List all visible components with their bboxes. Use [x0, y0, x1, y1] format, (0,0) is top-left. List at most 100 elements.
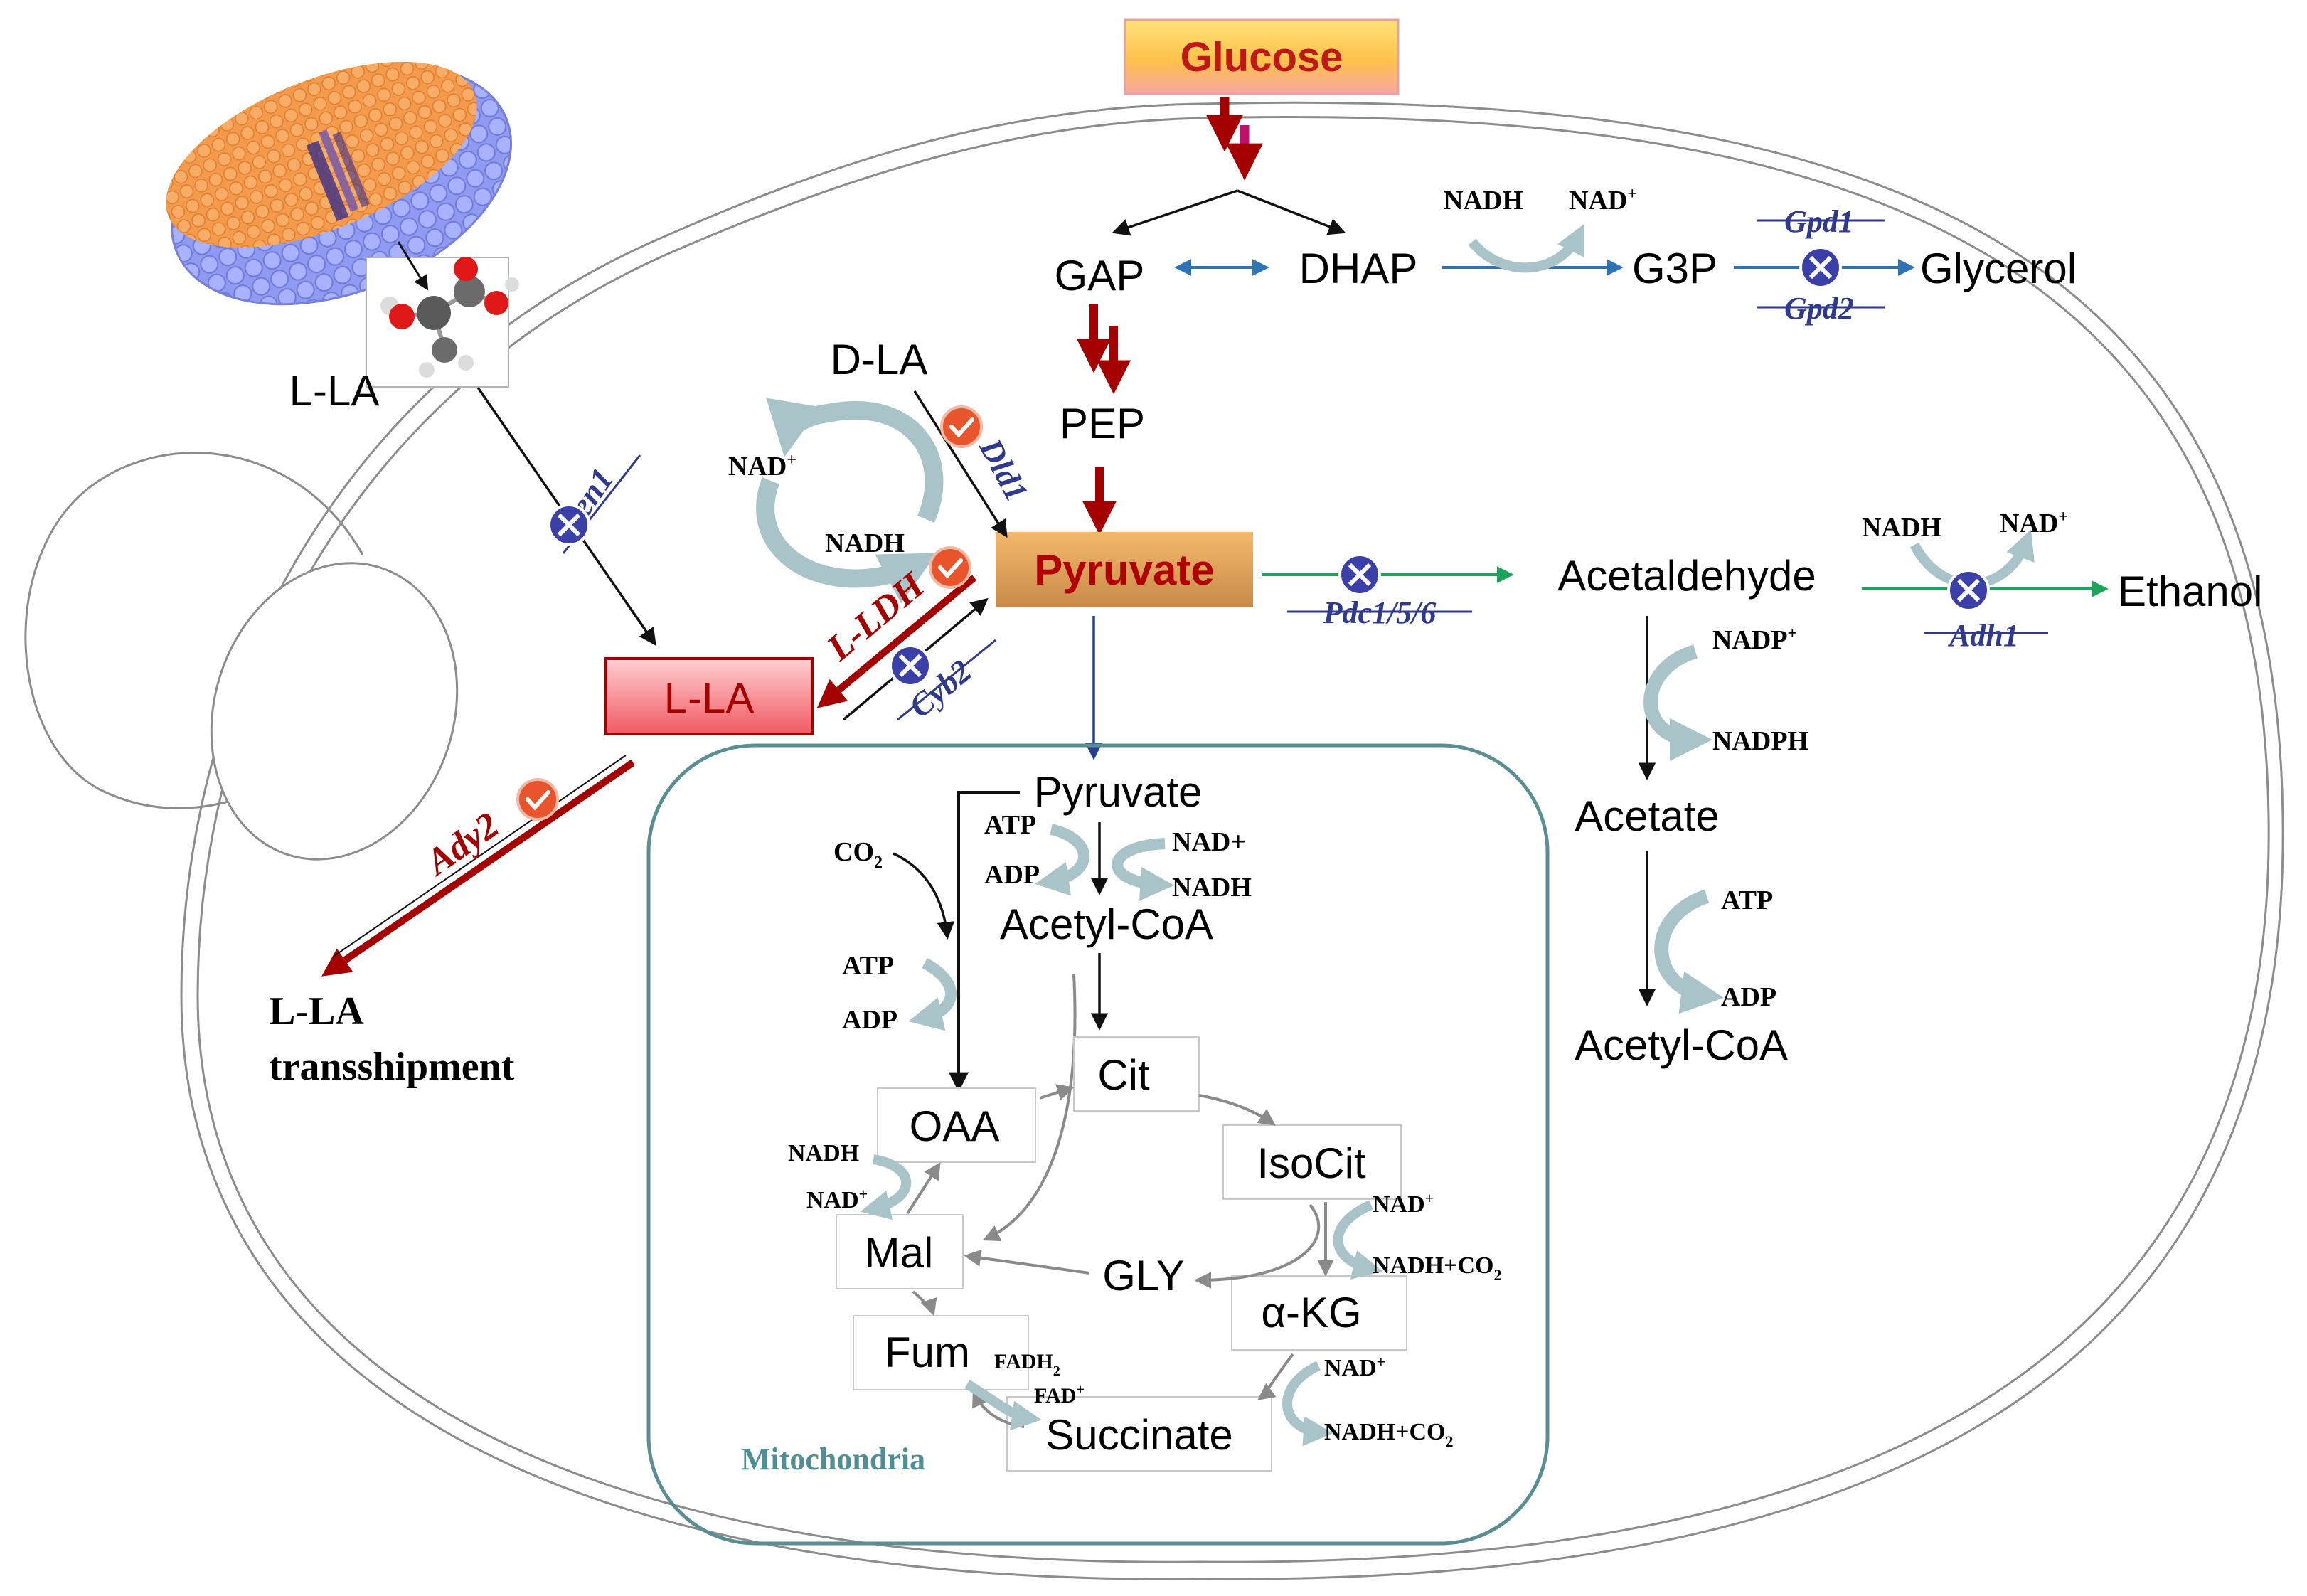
fum-box	[853, 1315, 1029, 1390]
m-nadh1-label: NADH	[1172, 873, 1252, 903]
oaa-cit-arrow	[1039, 1084, 1075, 1101]
ady2-export-arrow	[321, 759, 635, 977]
m-fad-label: FAD+	[1034, 1382, 1085, 1408]
pdc-knockout-icon	[1338, 553, 1381, 596]
transshipment-label-line1: L-LA	[269, 989, 364, 1033]
akg-box	[1231, 1275, 1407, 1351]
co2-arrow	[893, 852, 955, 940]
l-la-box-label: L-LA	[664, 674, 755, 722]
membrane-illustration	[166, 61, 513, 306]
isocit-gly-arrow	[1194, 1203, 1321, 1289]
acoa-adp-label: ADP	[1721, 982, 1776, 1012]
lactate-molecule-image	[366, 257, 519, 388]
gly-node: GLY	[1102, 1252, 1185, 1299]
m-nadhco2-1-label: NADH+CO2	[1373, 1252, 1501, 1284]
g3p-nadh-label: NADH	[1444, 186, 1523, 216]
mito-pyruvate-to-oaa-arrow	[949, 791, 1020, 1092]
cell-wall-outer	[180, 101, 2284, 1580]
dld1-check-icon	[940, 405, 983, 448]
pyruvate-label: Pyruvate	[1034, 546, 1214, 594]
m-atp1-label: ATP	[984, 810, 1036, 840]
g3p-node: G3P	[1632, 245, 1717, 292]
mito-atp2-cofactor	[908, 957, 957, 1031]
acetaldehyde-node: Acetaldehyde	[1557, 552, 1816, 600]
adh1-enzyme-label: Adh1	[1947, 618, 2019, 653]
budding-cell-outer	[24, 452, 364, 809]
bud-cell	[210, 562, 459, 861]
ace-nadph-label: NADPH	[1712, 726, 1808, 756]
m-nad2-label: NAD+	[806, 1185, 868, 1213]
m-nad4-label: NAD+	[1324, 1353, 1385, 1381]
transshipment-label-line2: transshipment	[269, 1045, 515, 1089]
dla-cofactor-loop-top	[766, 398, 944, 523]
acetyl-coa-cyto-node: Acetyl-CoA	[1575, 1021, 1788, 1069]
glucose-label: Glucose	[1181, 34, 1343, 80]
acoa-atp-label: ATP	[1721, 885, 1773, 915]
oaa-box	[877, 1087, 1036, 1163]
cyb2-strike	[897, 639, 996, 721]
mitochondria-compartment	[646, 743, 1550, 1546]
m-nadplus-label: NAD+	[1172, 827, 1246, 857]
g3p-cofactor-arrow	[1468, 223, 1584, 273]
m-atp2-label: ATP	[842, 951, 894, 981]
m-adp2-label: ADP	[842, 1005, 897, 1035]
acetate-cofactor-arrow	[1643, 644, 1712, 761]
mal-fum-arrow	[912, 1290, 937, 1316]
jen1-knockout-icon	[548, 504, 590, 546]
d-la-node: D-LA	[831, 336, 928, 383]
isocit-akg-cofactor	[1333, 1200, 1383, 1280]
m-nad3-label: NAD+	[1373, 1189, 1434, 1218]
mito-nad-cofactor	[1112, 838, 1175, 901]
dla-cofactor-loop-bottom	[756, 477, 937, 604]
glycerol-node: Glycerol	[1920, 245, 2077, 292]
acetate-node: Acetate	[1575, 792, 1719, 840]
gpd-knockout-icon	[1799, 246, 1842, 289]
membrane-to-molecule-arrow	[397, 241, 429, 291]
akg-succinate-arrow	[1257, 1353, 1294, 1400]
eth-nad-label: NAD+	[2000, 508, 2068, 538]
acetylcoa-cofactor-arrow	[1654, 889, 1724, 1014]
dla-nad-label: NAD+	[728, 451, 796, 482]
m-adp1-label: ADP	[984, 860, 1040, 890]
l-la-external-node: L-LA	[289, 367, 380, 415]
g3p-nad-label: NAD+	[1569, 185, 1637, 216]
m-nadhco2-2-label: NADH+CO2	[1324, 1419, 1453, 1450]
gap-node: GAP	[1055, 252, 1145, 299]
acetylcoa-to-mal-arrow	[982, 974, 1077, 1242]
ady2-enzyme-label: Ady2	[417, 805, 506, 884]
eth-nadh-label: NADH	[1862, 513, 1941, 543]
succinate-box	[1006, 1396, 1272, 1472]
ethanol-node: Ethanol	[2118, 568, 2263, 615]
split-to-dhap	[1237, 189, 1346, 235]
isocit-node: IsoCit	[1257, 1139, 1366, 1187]
cit-box	[1073, 1036, 1200, 1112]
mito-pyruvate-node: Pyruvate	[1034, 768, 1203, 816]
m-co2-label: CO2	[833, 837, 883, 872]
akg-succinate-cofactor	[1282, 1361, 1333, 1447]
oaa-mal-cofactor	[860, 1154, 912, 1220]
cell-outline	[24, 101, 2284, 1580]
cyb2-knockout-icon	[889, 644, 932, 687]
oaa-node: OAA	[910, 1102, 1000, 1150]
pep-node: PEP	[1060, 400, 1145, 447]
m-nadh2-label: NADH	[788, 1140, 859, 1166]
l-ldh-check-icon	[929, 546, 971, 589]
mal-oaa-arrow	[906, 1161, 941, 1215]
gly-mal-arrow	[964, 1249, 1090, 1275]
succ-fum-cofactor	[964, 1379, 1042, 1431]
cit-node: Cit	[1097, 1051, 1150, 1099]
fum-node: Fum	[885, 1329, 970, 1376]
akg-node: α-KG	[1261, 1289, 1361, 1336]
ace-nadp-label: NADP+	[1712, 624, 1797, 655]
dla-nadh-label: NADH	[825, 528, 905, 558]
l-ldh-arrow	[816, 575, 977, 708]
m-fadh2-label: FADH2	[994, 1350, 1060, 1379]
mal-box	[836, 1214, 964, 1289]
isocit-box	[1222, 1124, 1402, 1200]
glucose-box	[1124, 18, 1400, 95]
ady2-export-arrow-edge	[334, 755, 627, 957]
split-to-gap	[1112, 189, 1238, 236]
mito-atp-cofactor	[1035, 824, 1089, 896]
mitochondria-label: Mitochondria	[741, 1442, 925, 1477]
